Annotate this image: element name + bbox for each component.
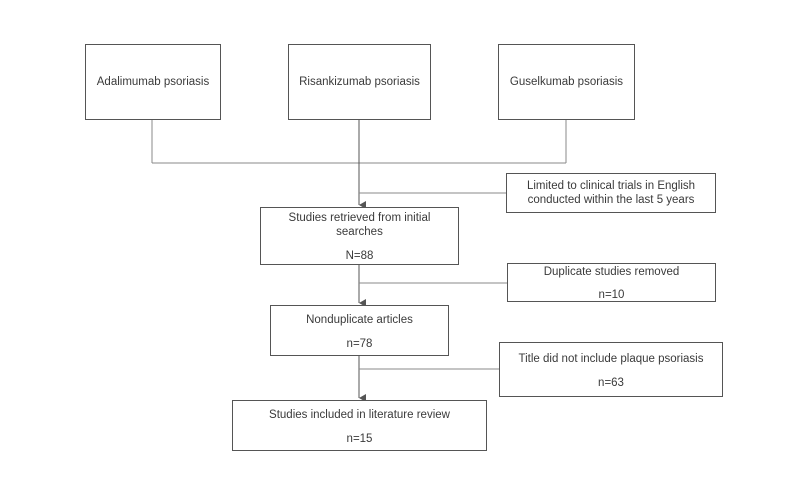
nonduplicate-label: Nonduplicate articles — [306, 314, 413, 326]
retrieved-count: N=88 — [345, 250, 374, 262]
duplicates-label: Duplicate studies removed — [543, 266, 680, 278]
source-label-guselkumab: Guselkumab psoriasis — [509, 76, 624, 88]
retrieved-line2: searches — [336, 226, 383, 238]
title-filter-count: n=63 — [598, 377, 624, 389]
limit-filter-line1: Limited to clinical trials in English — [526, 180, 696, 192]
source-box-guselkumab: Guselkumab psoriasis — [498, 44, 635, 120]
source-label-adalimumab: Adalimumab psoriasis — [96, 76, 210, 88]
title-filter-label: Title did not include plaque psoriasis — [518, 353, 704, 365]
title-filter-box: Title did not include plaque psoriasis n… — [499, 342, 723, 397]
included-label: Studies included in literature review — [269, 409, 450, 421]
included-count: n=15 — [346, 433, 373, 445]
nonduplicate-count: n=78 — [346, 338, 373, 350]
retrieved-box: Studies retrieved from initial searches … — [260, 207, 459, 265]
source-box-adalimumab: Adalimumab psoriasis — [85, 44, 221, 120]
source-label-risankizumab: Risankizumab psoriasis — [299, 76, 420, 88]
source-box-risankizumab: Risankizumab psoriasis — [288, 44, 431, 120]
duplicates-count: n=10 — [598, 289, 625, 301]
limit-filter-box: Limited to clinical trials in English co… — [506, 173, 716, 213]
duplicates-box: Duplicate studies removed n=10 — [507, 263, 716, 302]
included-box: Studies included in literature review n=… — [232, 400, 487, 451]
nonduplicate-box: Nonduplicate articles n=78 — [270, 305, 449, 356]
limit-filter-line2: conducted within the last 5 years — [527, 194, 695, 206]
retrieved-line1: Studies retrieved from initial — [288, 212, 431, 224]
